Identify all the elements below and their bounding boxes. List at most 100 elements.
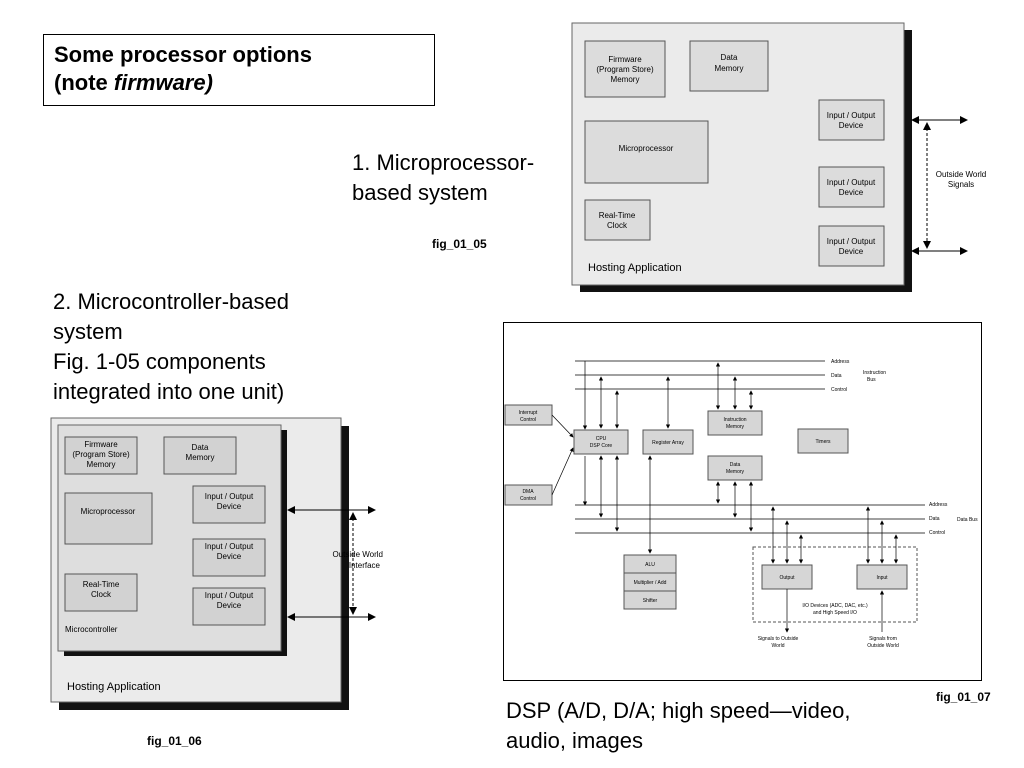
instruction-bus-label-1: Instruction bbox=[863, 370, 886, 376]
microprocessor-text: Microprocessor bbox=[619, 144, 674, 153]
microprocessor-box bbox=[584, 120, 709, 184]
io-device-box-3 bbox=[818, 225, 885, 267]
rtc-box bbox=[64, 573, 138, 612]
data-memory-text-2: Memory bbox=[715, 64, 744, 73]
instruction-memory-box bbox=[707, 410, 763, 436]
mcu-caption-line-1: 2. Microcontroller-based bbox=[53, 289, 289, 314]
outside-world-text-1: Outside World bbox=[936, 170, 987, 179]
alu-box bbox=[623, 554, 677, 610]
microcontroller-text: Microcontroller bbox=[65, 625, 118, 634]
input-text: Input bbox=[876, 575, 888, 581]
microprocessor-text: Microprocessor bbox=[81, 507, 136, 516]
mcu-caption-line-4: integrated into one unit) bbox=[53, 379, 285, 404]
signals-from-text-2: Outside World bbox=[867, 643, 899, 649]
interrupt-text-1: Interrupt bbox=[519, 410, 538, 416]
dsp-caption: DSP (A/D, D/A; high speed—video, audio, … bbox=[506, 696, 850, 756]
io-1-text-2: Device bbox=[217, 502, 242, 511]
output-box bbox=[761, 564, 813, 590]
interrupt-to-cpu bbox=[551, 414, 574, 438]
output-text: Output bbox=[779, 575, 795, 581]
instr-data-label: Data bbox=[831, 373, 842, 379]
rtc-text-1: Real-Time bbox=[599, 211, 636, 220]
io-devices-region bbox=[752, 546, 918, 623]
io-3-text-1: Input / Output bbox=[205, 591, 254, 600]
dma-to-cpu bbox=[551, 447, 574, 496]
timers-box bbox=[797, 428, 849, 454]
io-device-box-1 bbox=[192, 485, 266, 524]
data-memory-box bbox=[707, 455, 763, 481]
rtc-text-2: Clock bbox=[91, 590, 112, 599]
mcu-caption: 2. Microcontroller-based system Fig. 1-0… bbox=[53, 287, 289, 407]
interrupt-text-2: Control bbox=[520, 417, 536, 423]
shifter-text: Shifter bbox=[643, 598, 658, 604]
io-2-text-2: Device bbox=[839, 188, 864, 197]
instruction-memory-text-1: Instruction bbox=[723, 417, 746, 423]
dsp-data-memory-text-2: Memory bbox=[726, 469, 745, 475]
firmware-text-1: Firmware bbox=[608, 55, 642, 64]
data-memory-text-1: Data bbox=[192, 443, 209, 452]
instruction-bus-label-2: Bus bbox=[867, 377, 876, 383]
io-3-text-2: Device bbox=[217, 601, 242, 610]
io-3-text-1: Input / Output bbox=[827, 237, 876, 246]
cpu-text-1: CPU bbox=[596, 436, 607, 442]
mpu-caption: 1. Microprocessor- based system bbox=[352, 148, 534, 208]
timers-text: Timers bbox=[815, 439, 831, 445]
dma-control-box bbox=[504, 484, 553, 506]
io-2-text-2: Device bbox=[217, 552, 242, 561]
io-devices-text-1: I/O Devices (ADC, DAC, etc.) bbox=[802, 603, 868, 609]
title-line-2-prefix: (note bbox=[54, 70, 114, 95]
outside-world-text-1: Outside World bbox=[332, 550, 383, 559]
multiplier-text: Multiplier / Add bbox=[634, 580, 667, 586]
outside-world-text-2: Interface bbox=[349, 561, 381, 570]
mpu-caption-line-2: based system bbox=[352, 180, 488, 205]
fig-01-06-diagram: Firmware (Program Store) Memory Data Mem… bbox=[50, 417, 383, 710]
io-device-box-2 bbox=[818, 166, 885, 208]
outside-world-text-2: Signals bbox=[948, 180, 974, 189]
signals-to-text-1: Signals to Outside bbox=[758, 636, 799, 642]
io-2-text-1: Input / Output bbox=[827, 178, 876, 187]
microprocessor-box bbox=[64, 492, 153, 545]
data-memory-text-1: Data bbox=[721, 53, 738, 62]
data-address-label: Address bbox=[929, 502, 948, 508]
signals-from-text-1: Signals from bbox=[869, 636, 897, 642]
dsp-caption-line-1: DSP (A/D, D/A; high speed—video, bbox=[506, 698, 851, 723]
data-bus-label: Data Bus bbox=[957, 517, 978, 523]
slide-title: Some processor options (note firmware) bbox=[43, 34, 435, 106]
instr-control-label: Control bbox=[831, 387, 847, 393]
firmware-text-2: (Program Store) bbox=[596, 65, 654, 74]
data-memory-text-2: Memory bbox=[186, 453, 215, 462]
rtc-box bbox=[584, 199, 651, 241]
title-line-1: Some processor options bbox=[54, 42, 312, 67]
io-1-text-2: Device bbox=[839, 121, 864, 130]
signals-to-text-2: World bbox=[772, 643, 785, 649]
io-3-text-2: Device bbox=[839, 247, 864, 256]
mcu-caption-line-2: system bbox=[53, 319, 123, 344]
firmware-memory-box bbox=[64, 436, 138, 475]
fig-01-05-label: fig_01_05 bbox=[432, 237, 487, 251]
title-line-2-italic: firmware) bbox=[113, 70, 213, 95]
hosting-application-text: Hosting Application bbox=[588, 262, 682, 274]
firmware-text-3: Memory bbox=[611, 75, 640, 84]
register-array-text: Register Array bbox=[652, 440, 684, 446]
cpu-text-2: DSP Core bbox=[590, 443, 613, 449]
dsp-connections bbox=[551, 361, 899, 633]
data-data-label: Data bbox=[929, 516, 940, 522]
data-control-label: Control bbox=[929, 530, 945, 536]
fig-01-05-diagram: Firmware (Program Store) Memory Data Mem… bbox=[571, 22, 987, 292]
firmware-text-3: Memory bbox=[87, 460, 116, 469]
instruction-memory-text-2: Memory bbox=[726, 424, 745, 430]
fig-01-07-diagram: Address Data Control Instruction Bus Add… bbox=[503, 322, 982, 681]
mcu-caption-line-3: Fig. 1-05 components bbox=[53, 349, 266, 374]
rtc-text-2: Clock bbox=[607, 221, 628, 230]
dma-text-1: DMA bbox=[522, 489, 534, 495]
io-2-text-1: Input / Output bbox=[205, 542, 254, 551]
alu-text: ALU bbox=[645, 562, 655, 568]
mpu-caption-line-1: 1. Microprocessor- bbox=[352, 150, 535, 175]
firmware-text-2: (Program Store) bbox=[72, 450, 130, 459]
dsp-caption-line-2: audio, images bbox=[506, 728, 643, 753]
dma-text-2: Control bbox=[520, 496, 536, 502]
io-devices-text-2: and High Speed I/O bbox=[813, 610, 857, 616]
io-device-box-3 bbox=[192, 587, 266, 626]
dsp-data-memory-text-1: Data bbox=[730, 462, 741, 468]
firmware-memory-box bbox=[584, 40, 666, 98]
